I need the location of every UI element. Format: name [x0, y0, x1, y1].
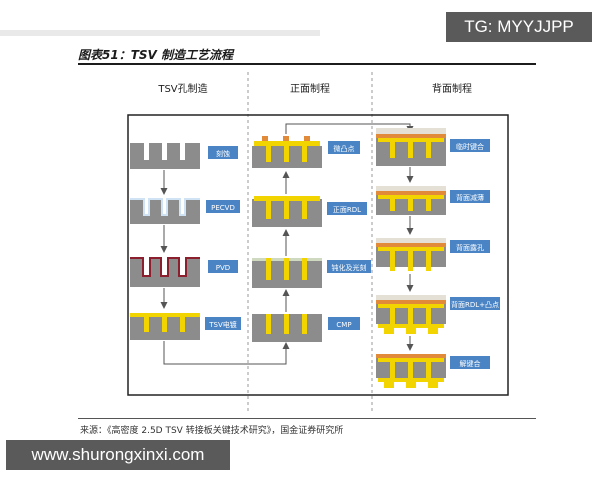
front-step-passivation: [252, 258, 322, 288]
front-step-label-passivation: 钝化及光刻: [332, 263, 367, 272]
label-box-thinning: [450, 190, 490, 203]
label-box-temp-bonding: [450, 139, 490, 152]
back-step-rdl-bump: [376, 295, 446, 334]
label-box-pvd: [208, 260, 238, 273]
tsv-step-plating: [130, 313, 200, 340]
back-step-debonding: [376, 354, 446, 388]
label-box-etch: [208, 146, 238, 159]
back-step-label-rdl-bump: 背面RDL+凸点: [451, 300, 499, 309]
front-step-microbump: [252, 136, 322, 168]
connector-tsv-to-front: [163, 341, 290, 365]
label-box-reveal: [450, 240, 490, 253]
tsv-step-label-etch: 刻蚀: [216, 149, 230, 158]
title-rule: [78, 63, 536, 65]
diagram-frame: [127, 114, 509, 396]
label-box-debonding: [450, 356, 490, 369]
back-step-temp-bonding: [376, 128, 446, 166]
column-header-front: 正面制程: [290, 82, 330, 95]
tsv-step-pvd: [130, 257, 200, 287]
front-step-rdl: [252, 196, 322, 227]
label-box-pecvd: [206, 200, 240, 213]
source-rule: [78, 418, 536, 419]
front-step-label-cmp: CMP: [336, 321, 351, 329]
watermark-tg: TG: MYYJJPP: [446, 12, 592, 42]
back-step-label-reveal: 背面露孔: [456, 243, 484, 252]
label-box-plating: [205, 317, 241, 330]
top-strip: [0, 30, 320, 36]
label-box-front-rdl: [327, 202, 367, 215]
column-header-tsv: TSV孔制造: [157, 82, 207, 95]
back-step-label-thinning: 背面减薄: [456, 193, 484, 202]
tsv-step-label-pecvd: PECVD: [211, 204, 235, 212]
tsv-step-label-pvd: PVD: [216, 264, 230, 272]
figure-title: 图表51：TSV 制造工艺流程: [78, 48, 233, 62]
watermark-site: www.shurongxinxi.com: [6, 440, 230, 470]
back-step-label-debonding: 解键合: [460, 359, 481, 368]
tsv-step-label-plating: TSV电镀: [208, 320, 237, 329]
label-box-cmp: [328, 317, 360, 330]
label-box-microbump: [328, 141, 360, 154]
label-box-rdl-bump: [450, 297, 500, 310]
tsv-step-etch: [130, 143, 200, 169]
label-box-passivation: [327, 260, 371, 273]
back-step-reveal: [376, 238, 446, 271]
front-step-cmp: [252, 314, 322, 342]
front-step-label-rdl: 正面RDL: [333, 206, 361, 214]
source-note: 来源：《高密度 2.5D TSV 转接板关键技术研究》，国金证券研究所: [80, 426, 344, 436]
back-step-thinning: [376, 186, 446, 215]
back-step-label-temp-bonding: 临时键合: [456, 142, 484, 151]
tsv-step-pecvd: [130, 198, 200, 224]
front-step-label-microbump: 微凸点: [334, 144, 355, 153]
column-header-back: 背面制程: [432, 82, 472, 95]
